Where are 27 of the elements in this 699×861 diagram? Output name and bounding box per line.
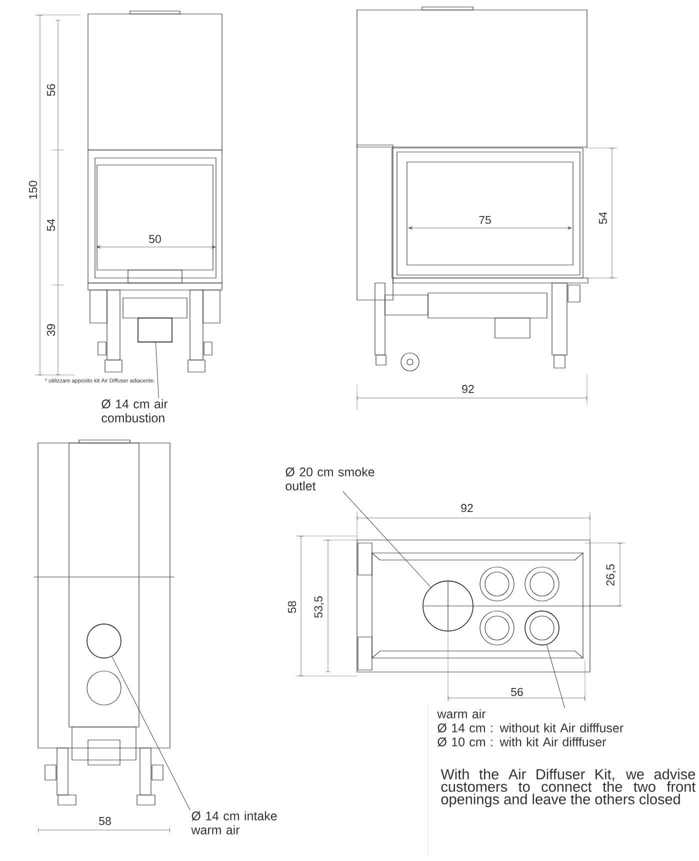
dimension-label: 53,5 [314,595,324,619]
dimension-label: 58 [287,600,297,614]
callout-text: Ø 20 cm smoke outlet [286,467,374,490]
opening-circle [86,624,122,658]
leader-line [546,644,565,708]
callout-text: warm air Ø 14 cm : without kit Air difffuser Ø 10 cm : with kit Air difffuser [437,709,624,747]
leader-line [155,342,159,398]
dimension-label: 75 [478,216,492,225]
dimension-label: 58 [98,816,112,826]
dimension-label: 56 [46,83,56,97]
callout-text: Ø 14 cm air combustion [102,399,168,422]
opening-circle [524,610,560,646]
dimension-label: 39 [46,323,56,337]
duct-box [138,318,172,342]
note-text: With the Air Diffuser Kit, we advise customers to connect the two front openings and leave the others closed [440,768,696,808]
dimension-label: 50 [148,234,162,244]
opening-circle [422,580,474,632]
dimension-label: 56 [510,687,524,697]
dimension-label: 54 [598,211,608,225]
leader-line [112,656,190,810]
leader-line [342,491,432,588]
dimension-label: 150 [28,180,38,200]
dimension-label: 26,5 [606,563,616,587]
callout-text: Ø 14 cm intake warm air [191,811,277,834]
dimension-label: 92 [461,384,475,394]
dimension-label: 92 [460,503,474,513]
dimension-label: 54 [46,218,56,232]
